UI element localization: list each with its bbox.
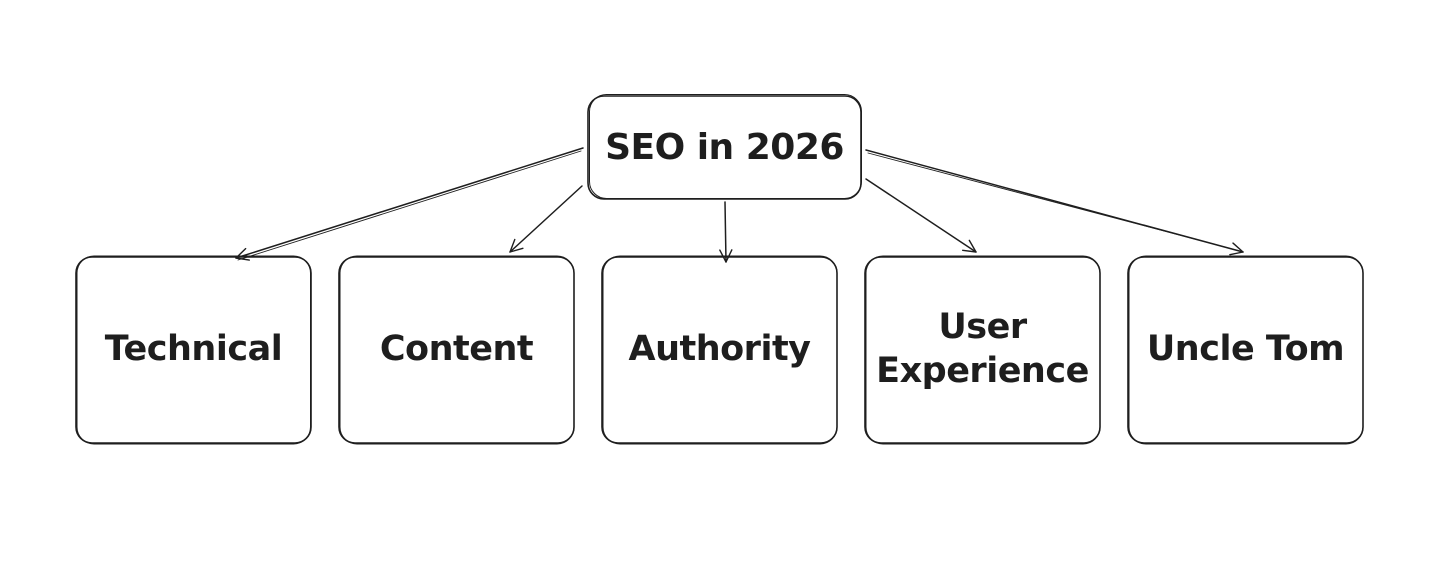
child-node-uncle-tom: Uncle Tom	[1128, 257, 1363, 443]
root-node: SEO in 2026	[588, 96, 861, 199]
child-node-box-content	[338, 255, 575, 445]
child-node-label: User Experience	[876, 307, 1089, 391]
child-node-label: Technical	[104, 329, 283, 370]
child-node-label: Uncle Tom	[1146, 329, 1345, 370]
root-node-label: SEO in 2026	[605, 127, 844, 168]
arrow-to-authority	[719, 201, 733, 263]
arrow-to-uncle-tom	[865, 149, 1244, 256]
child-node-technical: Technical	[76, 257, 311, 443]
root-node-box	[587, 94, 862, 200]
child-node-box-technical	[75, 255, 312, 445]
child-node-label: Authority	[628, 329, 811, 370]
child-node-authority: Authority	[602, 257, 837, 443]
child-node-user-experience: User Experience	[865, 257, 1100, 443]
child-node-label: Content	[379, 329, 534, 370]
child-node-box-user-experience	[864, 255, 1101, 445]
child-node-box-uncle-tom	[1127, 255, 1364, 445]
arrow-to-technical	[235, 147, 584, 261]
arrow-to-user-experience	[865, 178, 977, 253]
arrow-to-content	[509, 185, 583, 253]
child-node-content: Content	[339, 257, 574, 443]
